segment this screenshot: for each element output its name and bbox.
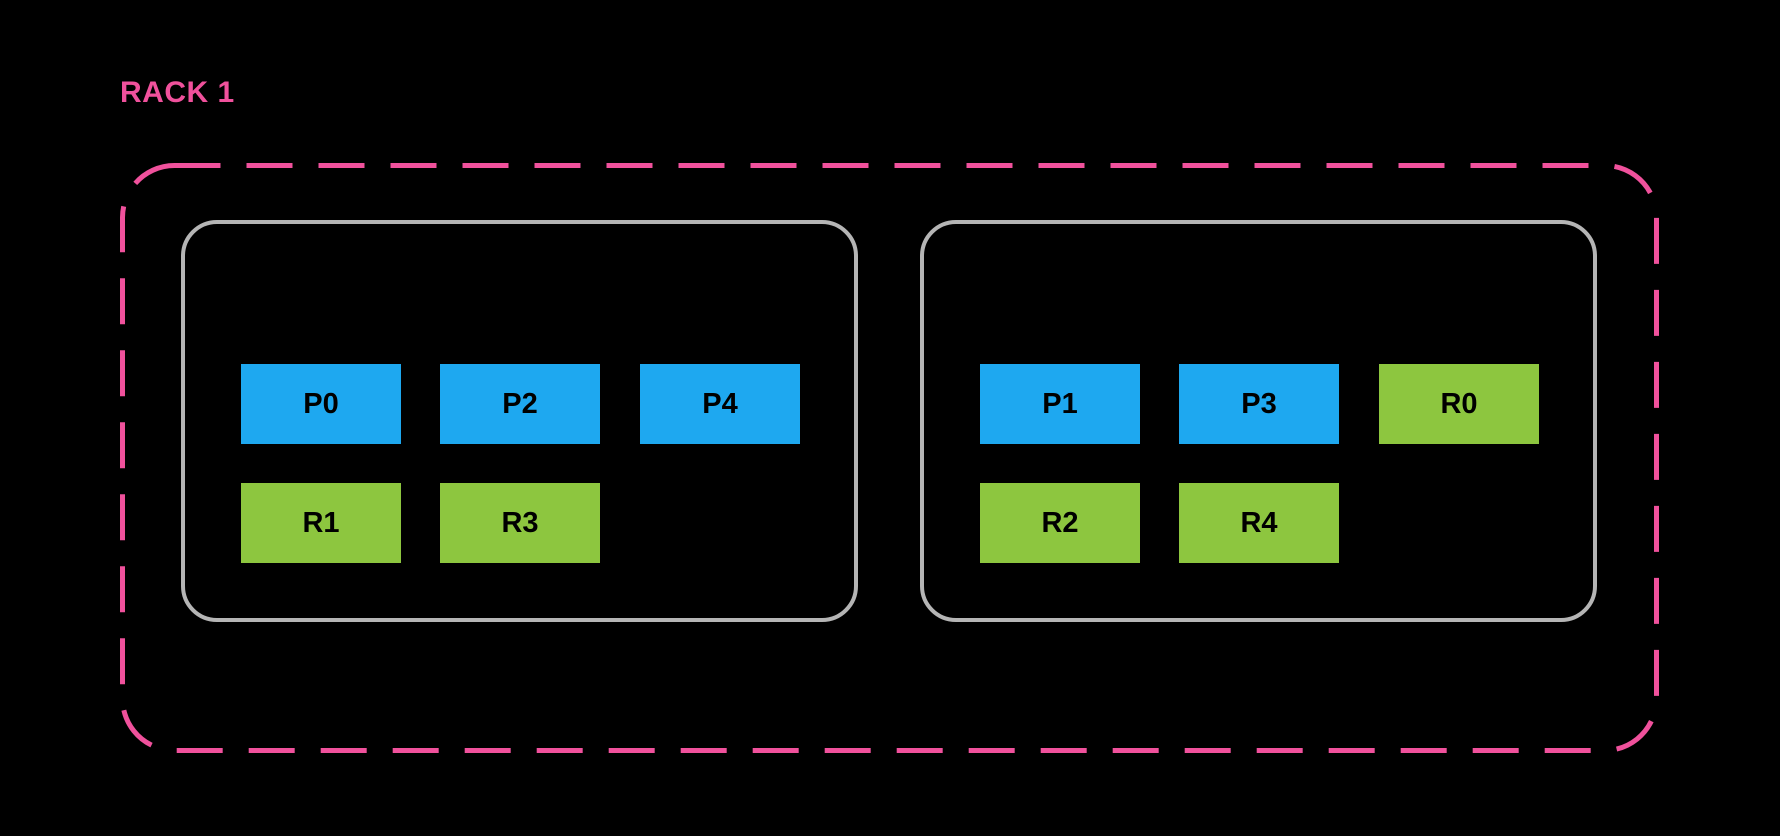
node-box-right: P1 P3 R0 R2 R4 bbox=[920, 220, 1597, 622]
shard-chip-p4: P4 bbox=[640, 364, 800, 444]
shard-chip-r4: R4 bbox=[1179, 483, 1339, 563]
rack-title: RACK 1 bbox=[120, 76, 235, 109]
shard-chip-r3: R3 bbox=[440, 483, 600, 563]
shard-chip-r0: R0 bbox=[1379, 364, 1539, 444]
shard-chip-p3: P3 bbox=[1179, 364, 1339, 444]
shard-chip-r1: R1 bbox=[241, 483, 401, 563]
shard-chip-p2: P2 bbox=[440, 364, 600, 444]
rack-boundary-rect bbox=[120, 163, 1659, 753]
rack-boundary-dashed-border bbox=[120, 163, 1659, 753]
shard-chip-p0: P0 bbox=[241, 364, 401, 444]
shard-chip-p1: P1 bbox=[980, 364, 1140, 444]
node-box-left: P0 P2 P4 R1 R3 bbox=[181, 220, 858, 622]
shard-chip-r2: R2 bbox=[980, 483, 1140, 563]
